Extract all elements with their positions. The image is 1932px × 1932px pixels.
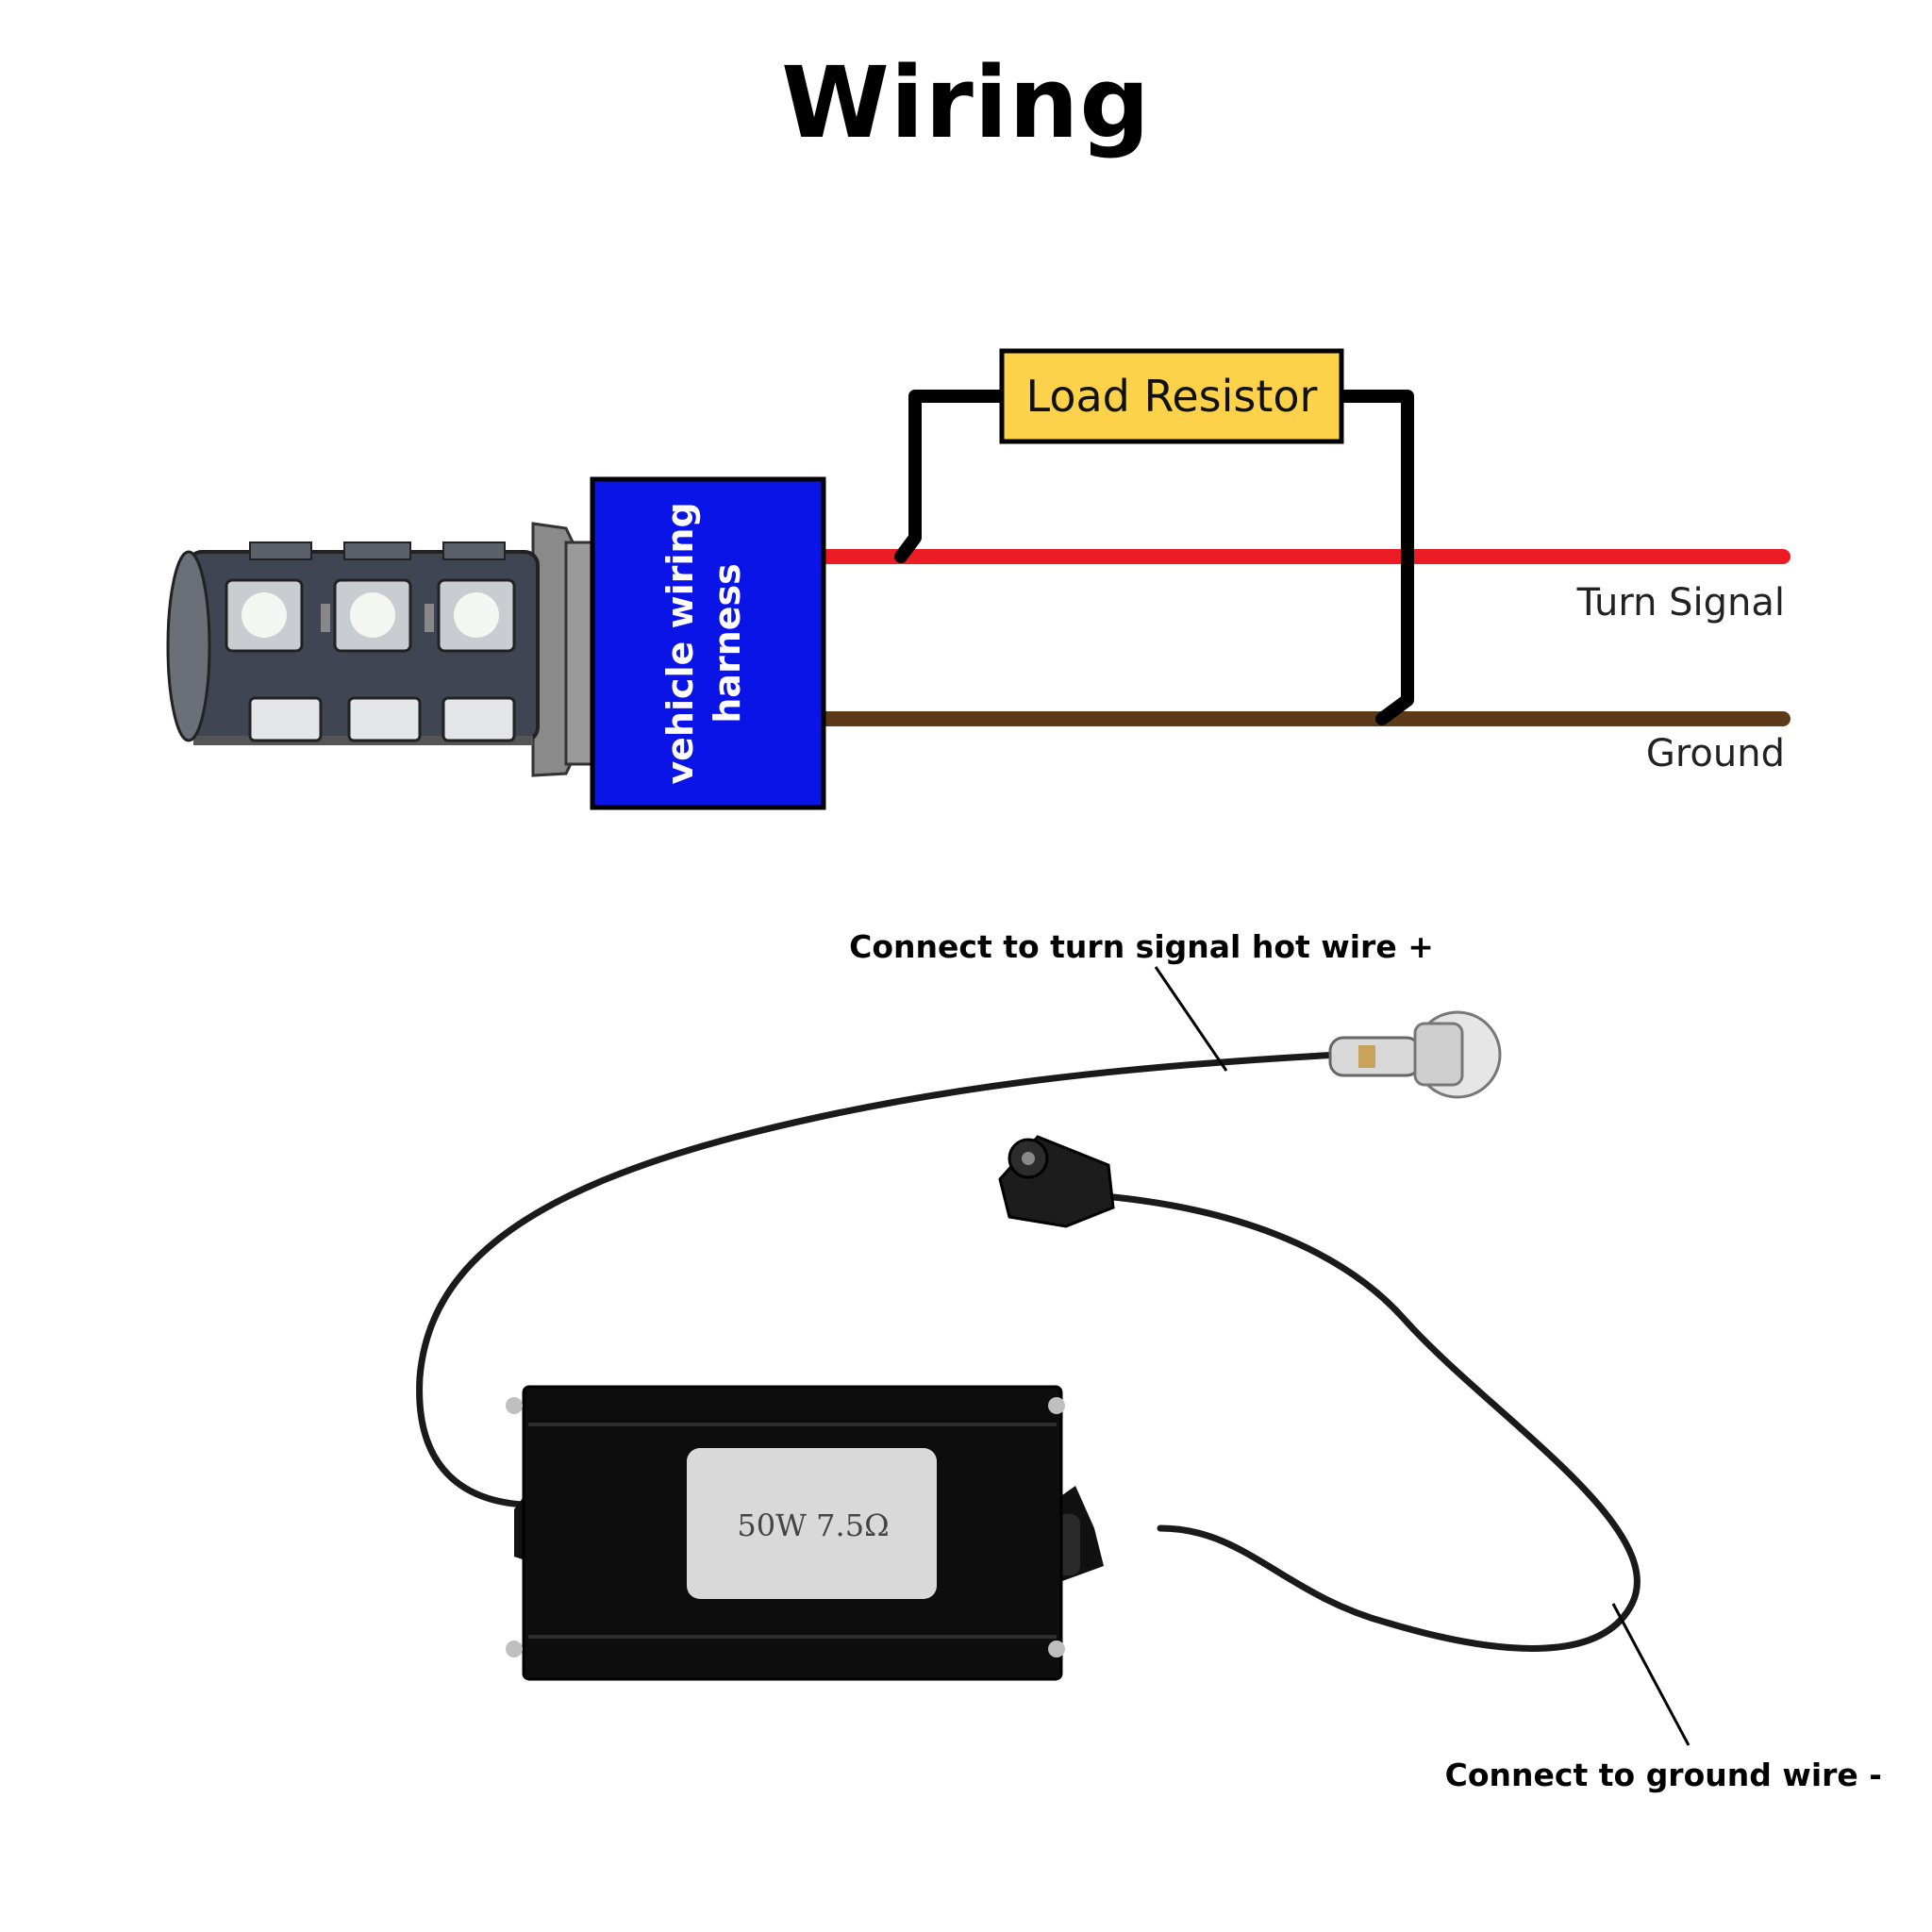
resistor-lead-left <box>894 390 1008 563</box>
ground-label: Ground <box>1646 732 1785 775</box>
resistor-housing-icon <box>506 1385 1104 1681</box>
vehicle-wiring-harness <box>590 476 826 810</box>
harness-label-line2: harness <box>707 563 748 724</box>
led-bulb-icon <box>166 522 596 777</box>
resistor-lead-right <box>1335 390 1414 725</box>
callout-ground-leader <box>1611 1603 1690 1746</box>
load-resistor-box <box>999 348 1344 444</box>
harness-label-line1: vehicle wiring <box>659 502 701 784</box>
callout-hot-leader <box>1154 966 1228 1072</box>
hot-wire-cable <box>416 1051 1343 1508</box>
ground-terminal-connector-icon <box>998 1135 1115 1228</box>
turn-signal-label: Turn Signal <box>1576 581 1785 625</box>
callout-hot-wire: Connect to turn signal hot wire + <box>849 928 1434 965</box>
page-title: Wiring <box>781 45 1151 160</box>
ground-wire-cable <box>1100 1192 1641 1652</box>
wire-tap-connector-icon <box>1328 1010 1502 1099</box>
callout-ground-wire: Connect to ground wire - <box>1445 1757 1882 1793</box>
resistor-rating-label: 50W 7.5Ω <box>737 1507 889 1543</box>
load-resistor-label: Load Resistor <box>1026 371 1318 422</box>
